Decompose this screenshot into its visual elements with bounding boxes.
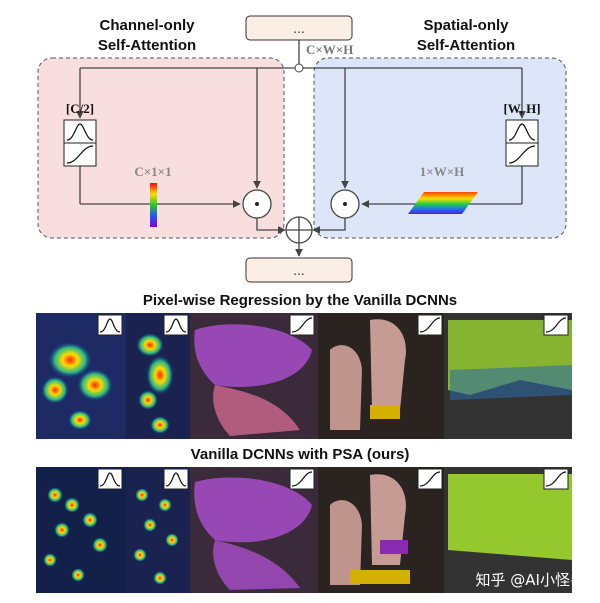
spatial-norm-box xyxy=(505,119,539,167)
gaussian-curve-icon xyxy=(66,123,94,141)
sigmoid-curve-icon xyxy=(66,145,94,164)
spatial-weight-label: 1×W×H xyxy=(420,164,464,179)
sigmoid-curve-icon xyxy=(417,468,443,490)
segmentation-tile xyxy=(444,313,572,439)
spatial-attention-panel xyxy=(313,57,567,239)
segmentation-tile xyxy=(318,313,444,439)
sigmoid-curve-icon xyxy=(289,314,315,336)
channel-weight-bar xyxy=(150,183,157,227)
keypoint-heatmap-tile xyxy=(126,467,190,593)
gaussian-curve-icon xyxy=(97,468,123,490)
channel-weight-label: C×1×1 xyxy=(134,164,171,179)
spatial-weight-plane xyxy=(408,192,478,214)
watermark: 知乎 @AI小怪兽 xyxy=(476,571,585,589)
vanilla-results-strip xyxy=(36,313,572,439)
input-box-label: ... xyxy=(293,20,305,36)
psa-results-strip xyxy=(36,467,572,593)
gaussian-curve-icon xyxy=(163,314,189,336)
input-dim-label: C×W×H xyxy=(306,42,353,57)
sigmoid-curve-icon xyxy=(543,468,569,490)
keypoint-heatmap-tile xyxy=(36,467,126,593)
sigmoid-curve-icon xyxy=(508,145,536,164)
spatial-reduce-label: [W, H] xyxy=(503,101,540,116)
output-box-label: ... xyxy=(293,262,305,278)
sigmoid-curve-icon xyxy=(289,468,315,490)
split-node xyxy=(294,63,304,73)
vanilla-section-title: Pixel-wise Regression by the Vanilla DCN… xyxy=(143,292,457,309)
psa-section-title: Vanilla DCNNs with PSA (ours) xyxy=(191,446,410,463)
gaussian-curve-icon xyxy=(97,314,123,336)
output-box xyxy=(245,257,353,283)
channel-reduce-label: [C/2] xyxy=(66,101,94,116)
sigmoid-curve-icon xyxy=(417,314,443,336)
gaussian-curve-icon xyxy=(163,468,189,490)
sigmoid-curve-icon xyxy=(543,314,569,336)
gaussian-curve-icon xyxy=(508,123,536,141)
channel-norm-box xyxy=(63,119,97,167)
channel-attention-panel xyxy=(37,57,285,239)
